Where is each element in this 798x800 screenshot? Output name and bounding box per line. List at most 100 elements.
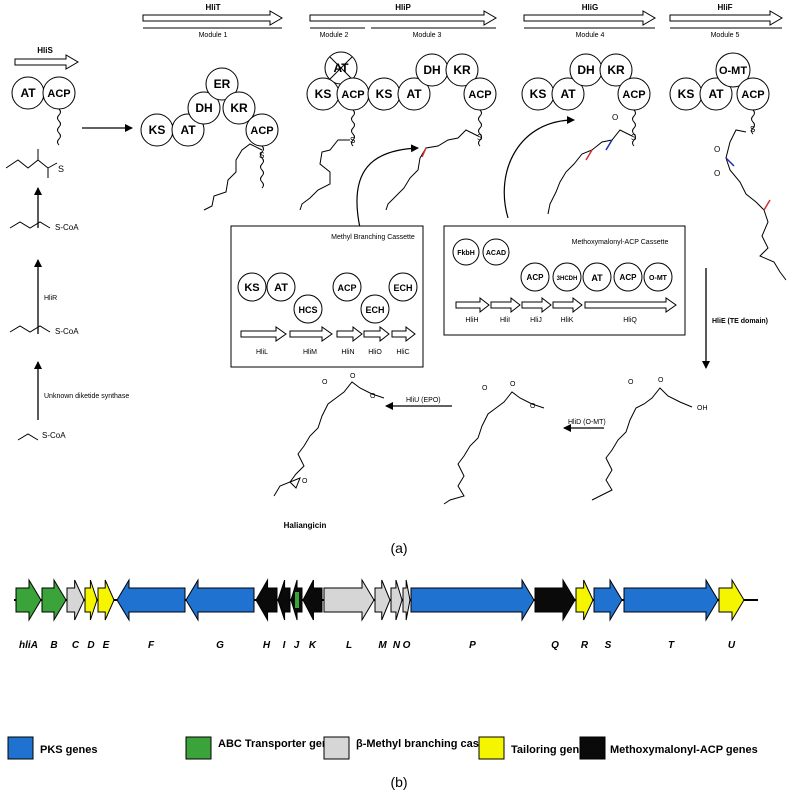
legend-label-abc-line: ABC Transporter genes: [218, 738, 341, 750]
m4-label-acp: ACP: [622, 89, 645, 101]
gene-label-e: E: [103, 640, 110, 651]
methyl-cassette-frame: [230, 225, 424, 368]
gene-label-m: M: [378, 640, 387, 651]
mx-domain-omt: [643, 262, 673, 292]
mx-gene-arrow-hlii: [490, 296, 521, 314]
m2-intermediate-structure: [299, 139, 350, 211]
gene-arrow-n: [390, 579, 403, 621]
mc-gene-arrow-hlil: [240, 326, 287, 342]
gene-label-hlia: hliA: [19, 640, 38, 651]
m2-label-acp: ACP: [341, 89, 364, 101]
m5-methyl-bond: [763, 199, 771, 211]
gene-arrow-h: [255, 578, 278, 622]
ester-methoxy-o-1: O: [482, 385, 488, 392]
m4-domain-at: [551, 77, 585, 111]
mx-gene-arrow-hlik: [552, 296, 583, 314]
mx-label-acp-2: ACP: [620, 273, 638, 282]
gene-hlip-label: HliP: [395, 3, 411, 12]
gene-arrow-hlia: [15, 578, 42, 622]
crotonyl-coa-s-coa: S-CoA: [55, 223, 79, 232]
m3-pp-linker: [478, 109, 482, 147]
gene-label-d: D: [87, 640, 94, 651]
legend: PKS genes ABC Transporter genes β-Methyl…: [7, 736, 758, 760]
propionyl-coa-structure: [17, 433, 39, 441]
m4-label-at: AT: [560, 87, 576, 101]
saturated-diketide-structure: [9, 325, 51, 333]
gene-label-p: P: [469, 640, 476, 651]
module-domains: KS AT DH ER KR ACP AT KS ACP KS AT DH KR…: [140, 51, 770, 147]
m1-label-ks: KS: [149, 123, 166, 137]
panel-b-label: (b): [390, 774, 407, 790]
hal-ester-o: O: [370, 393, 376, 400]
m2-thioester-s: S: [350, 136, 355, 145]
post-pks-steps: HliE (TE domain) O O OH HliD (O-MT) O O …: [273, 268, 768, 530]
m5-pp-linker: [751, 109, 755, 135]
m1-pp-linker: [260, 145, 264, 189]
hal-epoxide-o: O: [302, 478, 308, 485]
gene-label-l: L: [346, 640, 352, 651]
mc-label-ks: KS: [244, 282, 259, 294]
m3-domain-at: [397, 77, 431, 111]
m1-label-acp: ACP: [250, 125, 273, 137]
m1-label-er: ER: [214, 77, 231, 91]
m5-intermediate-structure: [725, 129, 787, 281]
methyl-cassette-title: Methyl Branching Cassette: [331, 234, 415, 241]
gene-arrow-m: [374, 579, 391, 621]
gene-hlif-arrow: [669, 10, 783, 26]
m3-label-at: AT: [406, 87, 422, 101]
m1-intermediate-structure: [203, 143, 263, 211]
m5-methoxy-bond: [725, 157, 735, 167]
m4-methyl-bond: [585, 149, 593, 161]
epo-step-label: HliU (EPO): [406, 397, 441, 404]
mx-domain-at: [582, 262, 612, 292]
acid-oh: OH: [697, 405, 708, 412]
legend-label-methoxymalonyl: Methoxymalonyl-ACP genes: [610, 744, 758, 756]
legend-label-tailoring: Tailoring genes: [511, 744, 591, 756]
hlir-label: HliR: [44, 295, 57, 302]
mx-gene-label-hlih: HliH: [465, 317, 478, 324]
mc-gene-arrow-hlim: [289, 326, 333, 342]
hlis-block: HliS AT ACP S: [5, 46, 79, 178]
methoxy-cassette-title: Methoxymalonyl-ACP Cassette: [572, 239, 669, 246]
mc-domain-ks: [237, 272, 267, 302]
ester-o: O: [530, 403, 536, 410]
gene-label-g: G: [216, 640, 224, 651]
m3-domain-kr: [445, 53, 479, 87]
m2-pp-linker: [351, 109, 355, 147]
m2-at-cross-b: [329, 56, 353, 80]
mc-label-hcs: HCS: [298, 305, 317, 315]
hal-methoxy-o-1: O: [322, 379, 328, 386]
gene-arrow-k: [302, 579, 323, 621]
gene-label-k: K: [309, 640, 317, 651]
mc-gene-arrow-hlic: [391, 325, 416, 343]
acid-methoxy-o-1: O: [628, 379, 634, 386]
module-2-label: Module 2: [320, 32, 349, 39]
gene-arrow-c: [66, 579, 85, 621]
mc-gene-label-hlin: HliN: [341, 349, 354, 356]
m3-intermediate-structure: [385, 129, 479, 211]
mx-gene-label-hlii: HliI: [500, 317, 510, 324]
te-step-label: HliE (TE domain): [712, 318, 768, 325]
gene-label-h: H: [263, 640, 271, 651]
mx-label-fkbh: FkbH: [457, 250, 475, 257]
m3-thioester-s: S: [477, 133, 482, 142]
gene-arrow-u: [718, 578, 745, 622]
ester-methoxy-o-2: O: [510, 381, 516, 388]
mc-gene-label-hlim: HliM: [303, 349, 317, 356]
gene-arrow-b: [41, 578, 67, 622]
gene-arrow-s: [593, 578, 623, 622]
module-intermediates: S S S S O S O O: [203, 109, 787, 281]
gene-label-o: O: [403, 640, 411, 651]
m5-label-acp: ACP: [741, 89, 764, 101]
m1-domain-er: [205, 67, 239, 101]
ester-structure: [443, 391, 545, 505]
m3-label-kr: KR: [453, 63, 471, 77]
mx-gene-label-hliq: HliQ: [623, 317, 637, 324]
hlis-domain-acp-label: ACP: [47, 88, 70, 100]
gene-arrow-e: [97, 579, 115, 621]
hlis-gene-arrow: [14, 54, 79, 70]
m4-methoxy-o: O: [612, 113, 618, 122]
mc-label-at: AT: [274, 282, 288, 294]
